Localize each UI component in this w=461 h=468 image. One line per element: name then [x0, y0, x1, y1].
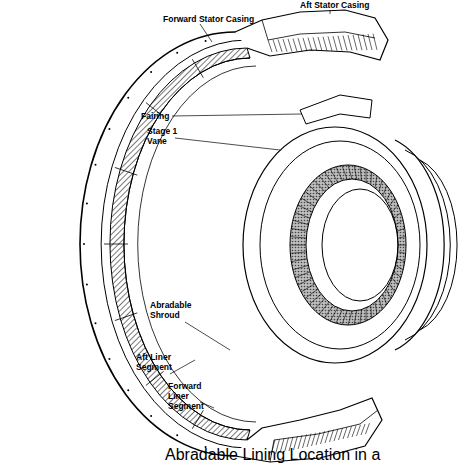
part-label: Forward Liner Segment [168, 381, 213, 411]
part-label: Aft Stator Casing [300, 0, 410, 10]
part-label: Stage 1 Vane [147, 126, 179, 146]
part-label: Fairing [141, 111, 181, 121]
part-label: Aft Liner Segment [136, 352, 181, 372]
part-label: Abradable Shroud [150, 300, 210, 320]
part-label: Forward Stator Casing [163, 14, 283, 24]
figure-caption: Abradable Lining Location in a [165, 446, 380, 464]
